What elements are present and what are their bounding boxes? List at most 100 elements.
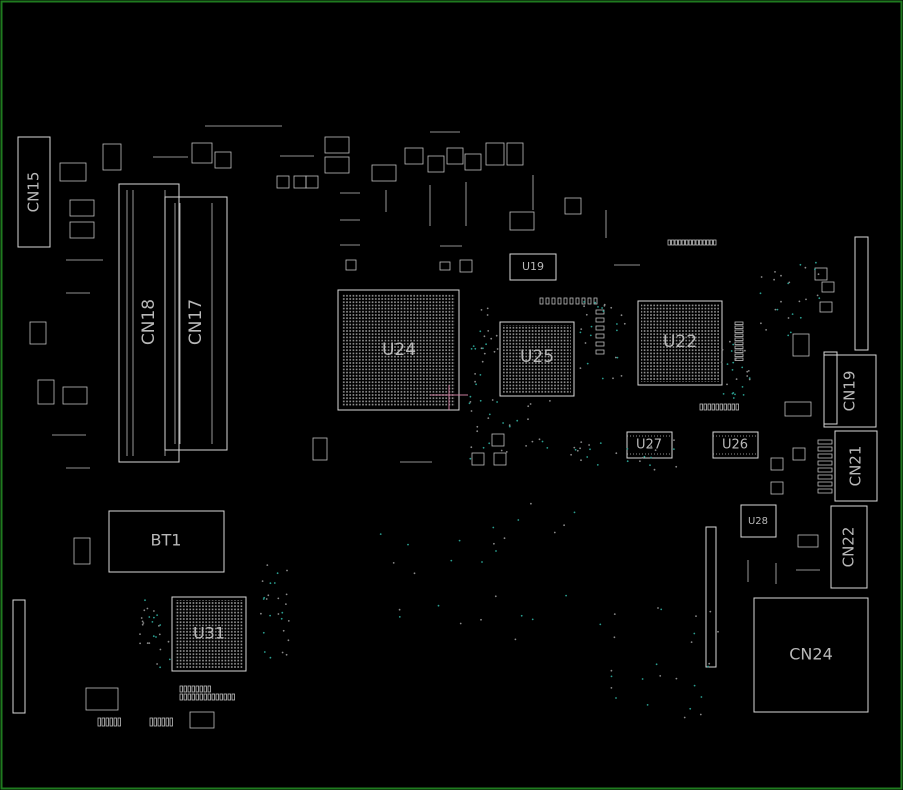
smd-part [731, 403, 735, 411]
smd-part [427, 155, 445, 173]
smd-part [404, 147, 424, 165]
via-dot [614, 356, 617, 359]
via-dot [413, 572, 416, 575]
label-u19: U19 [522, 260, 544, 273]
smd-part [667, 239, 671, 246]
smd-part [734, 345, 744, 349]
chip-u19: U19 [509, 253, 557, 281]
via-dot [483, 352, 486, 355]
via-dot [508, 425, 511, 428]
via-dot [650, 456, 652, 459]
via-dot [538, 438, 541, 441]
via-dot [583, 301, 585, 303]
via-dot [616, 323, 618, 325]
smd-part [595, 325, 605, 331]
via-dot [660, 608, 663, 611]
via-dot [493, 350, 496, 353]
via-dot [741, 386, 744, 388]
smd-part [545, 297, 550, 305]
via-dot [599, 623, 602, 626]
via-dot [816, 294, 819, 297]
via-dot [525, 445, 527, 447]
via-dot [590, 325, 593, 328]
via-dot [585, 313, 588, 316]
chip-u22: U22 [637, 300, 723, 386]
via-dot [392, 562, 395, 564]
smd-part [29, 321, 47, 345]
smd-part [371, 164, 397, 182]
via-dot [480, 618, 482, 621]
smd-part [191, 693, 195, 701]
smd-part [792, 447, 806, 461]
smd-part [699, 239, 703, 246]
via-dot [503, 537, 506, 540]
smd-part [439, 261, 451, 271]
via-dot [520, 614, 523, 617]
via-dot [610, 306, 613, 309]
smd-part [695, 239, 699, 246]
smd-part [674, 239, 678, 246]
via-dot [580, 328, 583, 330]
via-dot [514, 638, 517, 641]
via-dot [735, 378, 738, 380]
via-dot [269, 656, 272, 659]
via-dot [468, 402, 471, 405]
via-dot [437, 604, 440, 607]
via-dot [774, 271, 776, 273]
via-dot [722, 393, 725, 395]
via-dot [486, 314, 489, 316]
smd-part [214, 151, 232, 169]
smd-part [699, 403, 703, 411]
via-dot [584, 342, 587, 344]
smd-part [506, 142, 524, 166]
via-dot [142, 622, 145, 624]
smd-part [702, 239, 706, 246]
via-dot [573, 511, 576, 514]
via-dot [141, 623, 144, 626]
smd-part [706, 239, 710, 246]
smd-part [69, 221, 95, 239]
smd-part [685, 239, 689, 246]
via-dot [282, 629, 285, 632]
via-dot [599, 442, 602, 444]
smd-part [671, 239, 675, 246]
via-dot [262, 631, 265, 634]
via-dot [695, 615, 697, 617]
chip-u31: U31 [171, 596, 247, 672]
via-dot [583, 305, 585, 308]
via-dot [641, 456, 644, 459]
smd-part [734, 341, 744, 345]
via-dot [734, 393, 736, 396]
via-dot [470, 446, 473, 449]
smd-part [199, 693, 203, 701]
via-dot [531, 440, 534, 443]
via-dot [269, 582, 272, 585]
smd-part [37, 379, 55, 405]
label-u24: U24 [382, 340, 416, 360]
via-dot [139, 642, 142, 645]
via-dot [799, 316, 802, 319]
via-dot [732, 361, 735, 364]
via-dot [580, 441, 583, 443]
smd-part [719, 403, 723, 411]
via-dot [474, 347, 477, 350]
label-cn22: CN22 [840, 527, 858, 568]
via-dot [488, 442, 491, 445]
via-dot [490, 337, 493, 340]
smd-part [688, 239, 692, 246]
smd-part [179, 693, 183, 701]
smd-part [595, 341, 605, 347]
via-dot [602, 310, 605, 313]
via-dot [152, 635, 155, 638]
via-dot [508, 424, 511, 427]
via-dot [646, 704, 649, 706]
via-dot [579, 331, 582, 334]
smd-part [569, 297, 574, 305]
via-dot [267, 594, 270, 597]
via-dot [613, 636, 616, 639]
smd-part [227, 693, 231, 701]
smd-part [165, 717, 169, 727]
via-dot [470, 410, 473, 412]
smd-part [59, 162, 87, 182]
via-dot [458, 539, 461, 542]
